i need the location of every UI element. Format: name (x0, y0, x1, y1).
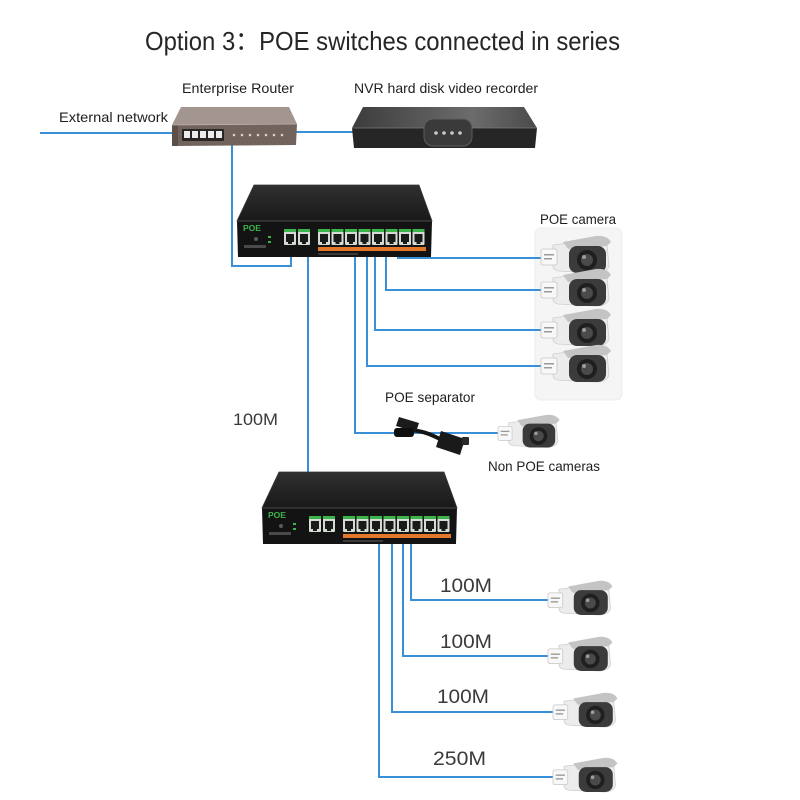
switch-2-camera-1 (547, 580, 613, 616)
router-edge-highlight (171, 123, 298, 126)
cable-switch-1-to-poe-camera-3 (374, 250, 542, 331)
poe-switch-1: POE (237, 185, 432, 257)
speed-label-camera-4: 250M (433, 749, 486, 770)
router-port (200, 131, 206, 138)
diagram-title: Option 3：POE switches connected in serie… (145, 26, 620, 56)
router-lan-ports (182, 129, 224, 141)
cable-switch-1-to-poe-camera-2 (385, 250, 542, 291)
nvr-led (458, 131, 462, 135)
nvr-led (434, 131, 438, 135)
label-poe-camera: POE camera (540, 211, 616, 227)
router-top-face (172, 107, 297, 125)
switch-2-camera-4 (552, 757, 618, 793)
router-side-bracket (172, 125, 178, 146)
label-non-poe-cameras: Non POE cameras (488, 458, 600, 474)
poe-separator (394, 417, 469, 455)
non-poe-camera (497, 414, 561, 448)
router-led (280, 133, 284, 137)
switch-2-camera-2 (547, 636, 613, 672)
separator-rj45-plug (396, 417, 419, 432)
nvr-front-panel (423, 118, 473, 147)
router-led (240, 133, 244, 137)
router-led (256, 133, 260, 137)
cables (40, 131, 555, 778)
speed-label-camera-3: 100M (437, 687, 489, 708)
cable-switch-1-to-separator (354, 250, 500, 434)
label-poe-separator: POE separator (385, 389, 475, 405)
poe-switch-2: POE (262, 472, 457, 544)
switch-brand-label: POE (268, 511, 287, 520)
separator-dc-plug (394, 428, 414, 437)
switch-2-camera-3 (552, 692, 618, 728)
label-nvr-recorder: NVR hard disk video recorder (354, 80, 538, 96)
separator-output-plug (462, 437, 469, 445)
router-port (192, 131, 198, 138)
router-port (184, 131, 190, 138)
speed-label-camera-1: 100M (440, 576, 492, 597)
router-port (208, 131, 214, 138)
poe-switch-body (237, 185, 432, 257)
separator-splitter-box (436, 431, 465, 455)
router-led (272, 133, 276, 137)
poe-switch-body (262, 472, 457, 544)
cable-router-to-switch-1 (231, 140, 292, 267)
cable-switch-2-to-camera-4 (378, 537, 555, 778)
cable-switch-2-to-camera-1 (410, 537, 550, 601)
switch-brand-label: POE (243, 224, 262, 233)
cable-switch-2-to-camera-2 (402, 537, 550, 657)
nvr-led (442, 131, 446, 135)
label-enterprise-router: Enterprise Router (182, 80, 294, 96)
cable-switch-1-to-poe-camera-4 (366, 250, 542, 367)
router-status-leds (232, 133, 284, 137)
label-external-network: External network (59, 109, 169, 125)
speed-label-camera-2: 100M (440, 632, 492, 653)
router-led (264, 133, 268, 137)
nvr-recorder (352, 107, 537, 148)
router-led (232, 133, 236, 137)
router-port (216, 131, 222, 138)
nvr-top-face (352, 107, 537, 128)
speed-label-switch-interconnect: 100M (233, 410, 278, 429)
enterprise-router (171, 107, 298, 146)
cable-switch-2-to-camera-3 (391, 537, 555, 713)
router-led (248, 133, 252, 137)
nvr-led (450, 131, 454, 135)
